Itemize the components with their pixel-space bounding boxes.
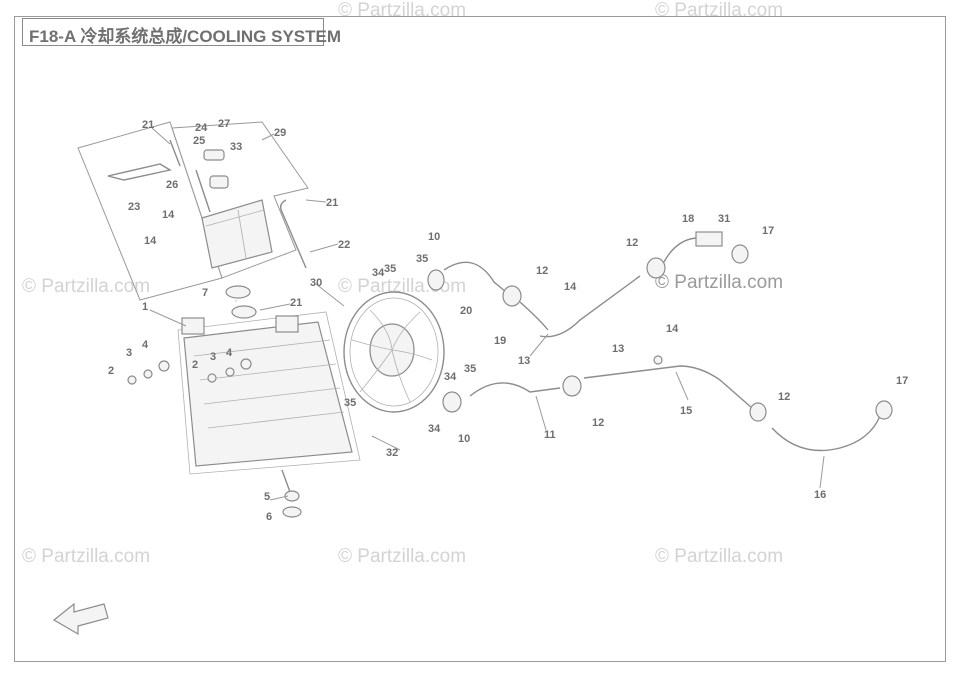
clamp (562, 375, 582, 397)
callout: 14 (666, 323, 679, 335)
callout: 4 (142, 339, 149, 351)
hose-19 (519, 301, 549, 331)
callout: 15 (680, 405, 692, 417)
callout: 20 (460, 305, 472, 317)
clamp (646, 257, 666, 279)
watermark: © Partzilla.com (338, 546, 467, 567)
clamp (502, 285, 522, 307)
callout: 14 (564, 281, 577, 293)
bolt-14 (653, 355, 663, 365)
clamp (427, 269, 445, 291)
callout: 4 (226, 347, 233, 359)
page-title: F18-A 冷却系统总成/COOLING SYSTEM (29, 27, 342, 46)
callout: 21 (290, 297, 302, 309)
callout: 33 (230, 141, 242, 153)
watermark: © Partzilla.com (655, 272, 784, 293)
callout: 2 (192, 359, 198, 371)
callout: 31 (718, 213, 730, 225)
clamp (749, 402, 767, 422)
callout: 10 (458, 433, 470, 445)
callout: 12 (778, 391, 790, 403)
callout: 14 (162, 209, 175, 221)
clamp (442, 391, 462, 413)
callout: 25 (193, 135, 205, 147)
callout: 2 (108, 365, 114, 377)
callout: 22 (338, 239, 350, 251)
callout: 35 (344, 397, 356, 409)
callout: 13 (518, 355, 530, 367)
elbow-18 (663, 237, 697, 263)
callout: 17 (896, 375, 908, 387)
callout: 6 (266, 511, 272, 523)
callout: 16 (814, 489, 826, 501)
callout: 5 (264, 491, 270, 503)
callout: 34 (372, 267, 385, 279)
callout: 3 (126, 347, 132, 359)
hose-20 (443, 261, 507, 293)
diagram-frame (14, 16, 946, 662)
callout: 11 (544, 429, 556, 441)
watermark: © Partzilla.com (22, 276, 151, 297)
leader-lines (149, 127, 825, 501)
watermark: © Partzilla.com (655, 0, 784, 21)
title-box: F18-A 冷却系统总成/COOLING SYSTEM (22, 18, 341, 46)
callout: 12 (626, 237, 638, 249)
callout: 35 (464, 363, 476, 375)
callout: 1 (142, 301, 148, 313)
clamp-17 (875, 400, 893, 420)
callout: 18 (682, 213, 694, 225)
callout: 32 (386, 447, 398, 459)
reservoir-assembly (77, 121, 309, 302)
callout: 13 (612, 343, 624, 355)
callout: 21 (326, 197, 338, 209)
callout: 30 (310, 277, 322, 289)
hose-16 (771, 415, 881, 452)
callout: 17 (762, 225, 774, 237)
callout: 10 (428, 231, 440, 243)
callout: 12 (536, 265, 548, 277)
callout: 35 (384, 263, 396, 275)
front-arrow-icon (52, 602, 109, 636)
watermark: © Partzilla.com (22, 546, 151, 567)
hose-upper (539, 275, 641, 338)
callout: 35 (416, 253, 428, 265)
callout: 7 (202, 287, 208, 299)
callouts: 21 24 27 29 25 33 26 23 21 14 14 22 10 3… (108, 118, 908, 523)
watermark: © Partzilla.com (655, 546, 784, 567)
callout: 34 (444, 371, 457, 383)
cooling-fan (343, 291, 445, 413)
callout: 29 (274, 127, 286, 139)
clamp-17 (731, 244, 749, 264)
callout: 14 (144, 235, 157, 247)
bolts-left (127, 358, 252, 385)
callout: 34 (428, 423, 441, 435)
pipe-15 (583, 365, 753, 409)
callout: 19 (494, 335, 506, 347)
callout: 23 (128, 201, 140, 213)
callout: 24 (195, 122, 208, 134)
callout: 12 (592, 417, 604, 429)
callout: 26 (166, 179, 178, 191)
callout: 27 (218, 118, 230, 130)
callout: 3 (210, 351, 216, 363)
hose-11 (469, 382, 561, 397)
radiator (177, 285, 361, 518)
watermark: © Partzilla.com (338, 0, 467, 21)
callout: 21 (142, 119, 154, 131)
bellows-31 (695, 231, 723, 247)
